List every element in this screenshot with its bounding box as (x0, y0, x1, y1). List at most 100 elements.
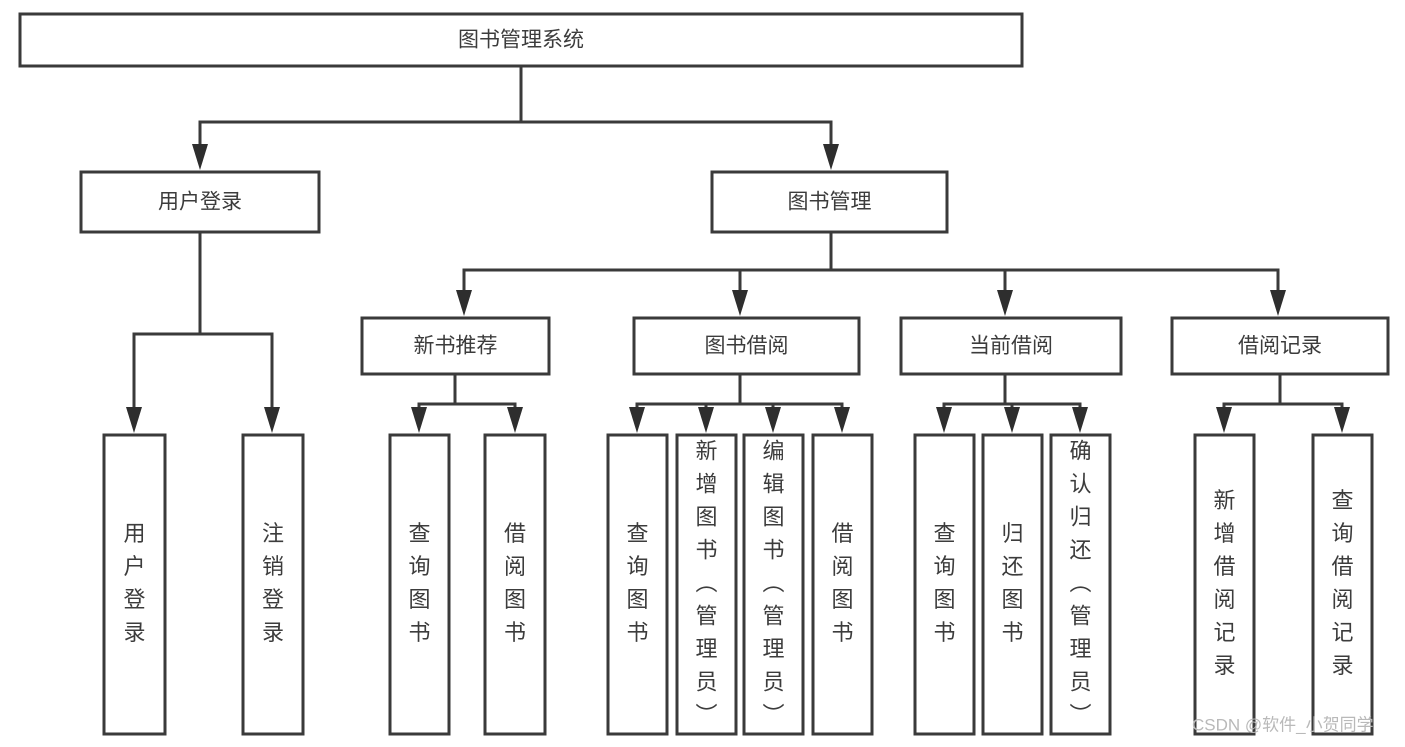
node-box-book-borrow[interactable] (632, 316, 861, 376)
node-label-leaf-query-book-2-char-1: 询 (626, 554, 648, 579)
node-label-leaf-confirm-return-char-5: 管 (1069, 603, 1091, 628)
node-label-leaf-add-book-char-8: ︶ (695, 702, 717, 727)
node-label-leaf-edit-book-char-1: 辑 (762, 471, 784, 496)
node-label-book-management: 图书管理 (788, 191, 872, 214)
arrow-leaf-5-icon (629, 407, 645, 433)
node-leaf-user-login[interactable]: 用户登录 (102, 433, 167, 736)
node-box-leaf-query-book-3[interactable] (913, 433, 976, 736)
node-label-leaf-add-borrow-record-char-3: 阅 (1213, 587, 1235, 612)
node-box-leaf-add-book[interactable] (675, 433, 738, 736)
node-box-leaf-query-book-1[interactable] (388, 433, 451, 736)
node-label-leaf-borrow-book-2-char-0: 借 (831, 521, 853, 546)
node-label-leaf-confirm-return-char-8: ︶ (1069, 702, 1091, 727)
node-box-new-book-recommend[interactable] (360, 316, 551, 376)
node-label-leaf-query-borrow-record-char-2: 借 (1331, 554, 1353, 579)
node-label-leaf-user-login-char-1: 户 (123, 554, 145, 579)
node-box-leaf-return-book[interactable] (981, 433, 1044, 736)
node-box-leaf-add-borrow-record[interactable] (1193, 433, 1256, 736)
arrow-current-borrow-icon (997, 290, 1013, 316)
node-box-leaf-query-borrow-record[interactable] (1311, 433, 1374, 736)
arrow-leaf-4-icon (507, 407, 523, 433)
node-box-root[interactable] (18, 12, 1024, 68)
arrow-leaf-3-icon (411, 407, 427, 433)
node-box-leaf-user-login[interactable] (102, 433, 167, 736)
node-label-leaf-confirm-return-char-6: 理 (1069, 636, 1091, 661)
node-current-borrow[interactable]: 当前借阅 (899, 316, 1123, 376)
node-box-leaf-borrow-book-1[interactable] (483, 433, 547, 736)
node-label-leaf-edit-book-char-0: 编 (762, 438, 784, 463)
node-label-leaf-edit-book-char-4: ︵ (762, 570, 784, 595)
node-label-leaf-edit-book-char-5: 管 (762, 603, 784, 628)
arrow-leaf-11-icon (1072, 407, 1088, 433)
node-label-leaf-query-book-1-char-0: 查 (408, 521, 430, 546)
node-label-leaf-add-borrow-record-char-2: 借 (1213, 554, 1235, 579)
node-user-login[interactable]: 用户登录 (79, 170, 321, 234)
node-label-leaf-return-book-char-0: 归 (1001, 521, 1023, 546)
node-label-leaf-confirm-return-char-2: 归 (1069, 504, 1091, 529)
node-label-leaf-add-book-char-6: 理 (695, 636, 717, 661)
node-label-leaf-edit-book-char-8: ︶ (762, 702, 784, 727)
watermark-layer: CSDN @软件_小贺同学 (1192, 715, 1374, 734)
node-label-leaf-query-borrow-record-char-4: 记 (1331, 620, 1353, 645)
node-label-leaf-borrow-book-1-char-1: 阅 (504, 554, 526, 579)
node-label-leaf-confirm-return-char-3: 还 (1069, 537, 1091, 562)
node-root[interactable]: 图书管理系统 (18, 12, 1024, 68)
node-label-leaf-return-book-char-2: 图 (1001, 587, 1023, 612)
node-box-borrow-record[interactable] (1170, 316, 1390, 376)
node-box-leaf-edit-book[interactable] (742, 433, 805, 736)
arrow-leaf-9-icon (936, 407, 952, 433)
node-label-leaf-query-borrow-record-char-1: 询 (1331, 521, 1353, 546)
node-box-leaf-confirm-return[interactable] (1049, 433, 1112, 736)
arrow-leaf-6-icon (698, 407, 714, 433)
node-label-leaf-return-book-char-3: 书 (1001, 620, 1023, 645)
node-book-management[interactable]: 图书管理 (710, 170, 949, 234)
node-label-new-book-recommend: 新书推荐 (414, 335, 498, 358)
node-label-leaf-query-book-3-char-3: 书 (933, 620, 955, 645)
node-label-leaf-query-borrow-record-char-0: 查 (1331, 488, 1353, 513)
node-label-user-login: 用户登录 (158, 191, 242, 214)
node-box-book-management[interactable] (710, 170, 949, 234)
node-new-book-recommend[interactable]: 新书推荐 (360, 316, 551, 376)
node-label-leaf-edit-book-char-6: 理 (762, 636, 784, 661)
node-box-leaf-borrow-book-2[interactable] (811, 433, 874, 736)
csdn-watermark: CSDN @软件_小贺同学 (1192, 715, 1374, 734)
node-label-leaf-user-login-char-3: 录 (123, 620, 145, 645)
node-label-leaf-query-book-1-char-1: 询 (408, 554, 430, 579)
node-book-borrow[interactable]: 图书借阅 (632, 316, 861, 376)
node-borrow-record[interactable]: 借阅记录 (1170, 316, 1390, 376)
arrow-leaf-1-icon (126, 407, 142, 433)
node-box-leaf-query-book-2[interactable] (606, 433, 669, 736)
node-label-leaf-add-book-char-5: 管 (695, 603, 717, 628)
node-label-leaf-add-borrow-record-char-0: 新 (1213, 488, 1235, 513)
arrow-new-book-recommend-icon (456, 290, 472, 316)
nodes-layer: 图书管理系统用户登录图书管理新书推荐图书借阅当前借阅借阅记录用户登录注销登录查询… (18, 12, 1390, 736)
node-label-leaf-borrow-book-1-char-0: 借 (504, 521, 526, 546)
node-label-leaf-return-book-char-1: 还 (1001, 554, 1023, 579)
node-box-current-borrow[interactable] (899, 316, 1123, 376)
node-label-leaf-add-book-char-2: 图 (695, 504, 717, 529)
node-label-leaf-add-book-char-0: 新 (695, 438, 717, 463)
node-label-leaf-borrow-book-1-char-3: 书 (504, 620, 526, 645)
node-label-leaf-confirm-return-char-7: 员 (1069, 669, 1091, 694)
node-label-root: 图书管理系统 (458, 29, 584, 52)
node-label-leaf-confirm-return-char-1: 认 (1069, 471, 1091, 496)
node-label-leaf-edit-book-char-2: 图 (762, 504, 784, 529)
node-box-leaf-user-logout[interactable] (241, 433, 305, 736)
arrow-book-borrow-icon (732, 290, 748, 316)
arrow-leaf-10-icon (1004, 407, 1020, 433)
node-box-user-login[interactable] (79, 170, 321, 234)
node-label-leaf-add-borrow-record-char-4: 记 (1213, 620, 1235, 645)
node-label-leaf-query-borrow-record-char-3: 阅 (1331, 587, 1353, 612)
